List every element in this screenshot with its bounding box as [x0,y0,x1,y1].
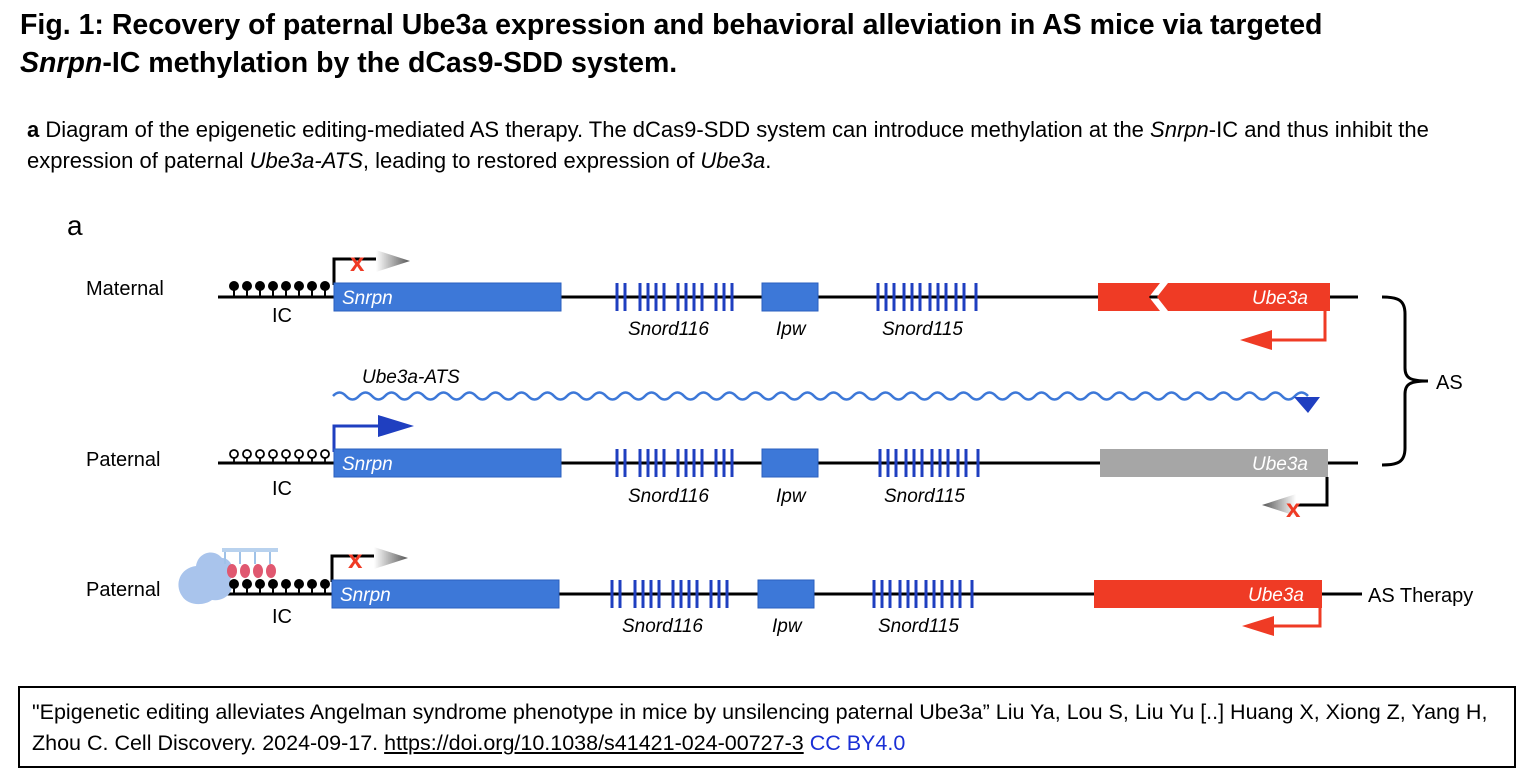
ube3a-ats-transcript: Ube3a-ATS [332,367,1320,413]
gene-snrpn-box [333,282,562,312]
gene-snord115-label: Snord115 [884,486,965,507]
transcript-label: Ube3a-ATS [362,367,460,388]
transcript-wave [332,391,1309,401]
snord116-cluster [615,283,734,311]
silenced-ube3a-arrow [1262,494,1296,516]
row-paternal-therapy: Paternal IC [86,544,1473,637]
ube3a-promoter-arrow [1242,616,1274,636]
ic-methylated-lollipops [229,281,330,297]
gene-snord116-label: Snord116 [628,486,709,507]
gene-ipw-label: Ipw [776,319,807,340]
ic-label: IC [272,606,292,628]
caption-text-3: , leading to restored expression of [362,148,701,173]
dcas9-protein [178,552,233,605]
caption-text-4: . [765,148,772,173]
as-label: AS [1436,372,1463,394]
promoter-arrow-stem [330,554,376,582]
gene-ube3a-box-part1 [1098,283,1160,311]
caption-gene-ube3a: Ube3a [700,148,766,173]
ube3a-promoter-stem [1290,477,1329,507]
ube3a-promoter-stem [1270,608,1322,628]
gene-ube3a-label: Ube3a [1252,288,1308,309]
caption-text-2: -IC and thus inhibit the expression of p… [27,117,1429,173]
doi-link[interactable]: https://doi.org/10.1038/s41421-024-00727… [384,731,804,755]
ube3a-promoter-arrow [1240,330,1272,350]
snord115-cluster [872,580,974,608]
ube3a-promoter-stem [1268,311,1327,342]
figure-caption: a Diagram of the epigenetic editing-medi… [27,114,1522,176]
caption-text-1: Diagram of the epigenetic editing-mediat… [39,117,1151,142]
title-line1: Fig. 1: Recovery of paternal Ube3a expre… [20,9,1323,41]
guide-rna-bar [222,548,278,552]
snord115-cluster [878,449,980,477]
caption-panel-letter: a [27,117,40,142]
panel-label: a [67,210,83,241]
gene-ipw-box [757,579,815,609]
citation-text: "Epigenetic editing alleviates Angelman … [32,700,1488,755]
gene-ipw-box [761,448,819,478]
gene-snrpn-box [331,579,560,609]
gene-ipw-label: Ipw [772,616,803,637]
gene-ipw-label: Ipw [776,486,807,507]
snord116-cluster [615,449,734,477]
silenced-mark: x [348,544,363,574]
gene-snrpn-label: Snrpn [342,288,393,309]
gene-ube3a-label: Ube3a [1252,454,1308,475]
row-paternal: Paternal IC Snrpn Snord116 Ipw [86,415,1358,523]
dcas9-sdd-complex [178,548,278,605]
license-link[interactable]: CC BY4.0 [809,731,906,755]
active-promoter-stem [332,424,380,452]
curly-brace [1381,295,1429,467]
caption-gene-ube3a-ats: Ube3a-ATS [249,148,363,173]
title-gene-snrpn: Snrpn [20,47,103,79]
active-promoter-arrow [378,415,414,437]
gene-snord116-label: Snord116 [628,319,709,340]
ic-methylated-lollipops [229,579,330,594]
row-label-maternal: Maternal [86,278,164,300]
gene-ube3a-restored-box [1094,580,1322,608]
gene-snord115-label: Snord115 [882,319,963,340]
silenced-mark: x [350,247,365,277]
ic-unmethylated-lollipops [229,449,330,463]
gene-ube3a-silenced-box [1100,449,1328,477]
silenced-mark: x [1286,493,1301,523]
gene-snord116-label: Snord116 [622,616,703,637]
methyltransferase-units [224,552,276,578]
gene-ube3a-label: Ube3a [1248,585,1304,606]
promoter-arrow-stem [332,257,378,285]
row-label-paternal: Paternal [86,449,161,471]
citation-box: "Epigenetic editing alleviates Angelman … [18,686,1516,768]
gene-snrpn-label: Snrpn [342,454,393,475]
gene-snrpn-label: Snrpn [340,585,391,606]
gene-ipw-box [761,282,819,312]
gene-snrpn-box [333,448,562,478]
silenced-promoter-arrow [376,250,410,272]
snord115-cluster [876,283,978,311]
snord116-cluster [610,580,729,608]
gene-diagram: a Maternal IC x Snrpn Snord116 Ip [67,210,1473,637]
gene-snord115-label: Snord115 [878,616,959,637]
row-maternal: Maternal IC x Snrpn Snord116 Ipw [86,247,1358,350]
transcript-arrowhead [1294,397,1320,413]
title-line2: -IC methylation by the dCas9-SDD system. [102,47,678,79]
silenced-promoter-arrow [374,547,408,569]
ic-label: IC [272,305,292,327]
as-bracket: AS [1381,295,1463,467]
figure-title: Fig. 1: Recovery of paternal Ube3a expre… [20,6,1520,82]
row-label-paternal: Paternal [86,579,161,601]
as-therapy-label: AS Therapy [1368,585,1473,607]
gene-ube3a-box-part2 [1157,283,1330,311]
caption-gene-snrpn: Snrpn [1150,117,1209,142]
ic-label: IC [272,478,292,500]
